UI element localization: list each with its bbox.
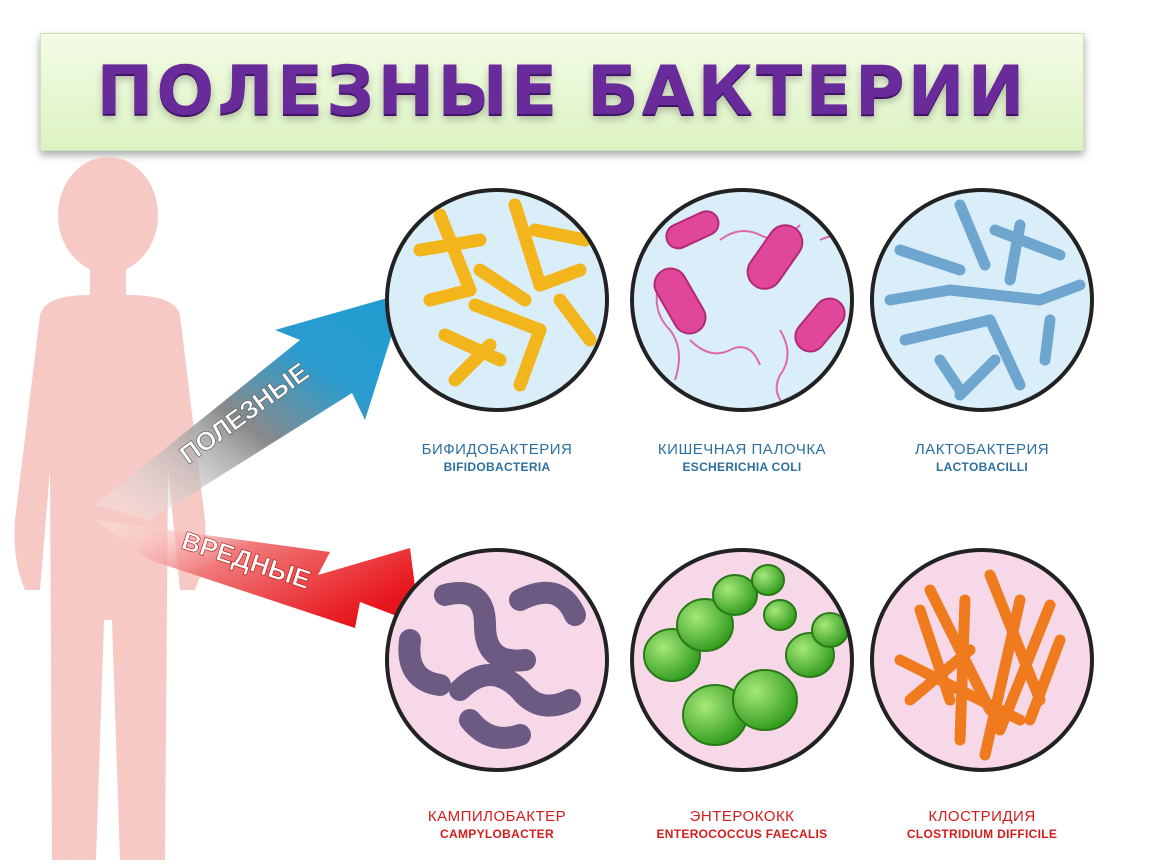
clostridium-name-ru: КЛОСТРИДИЯ — [928, 808, 1036, 825]
campylobacter-name-lat: CAMPYLOBACTER — [440, 826, 554, 841]
clostridium-circle — [870, 548, 1094, 772]
bifidobacteria-circle — [385, 188, 609, 412]
escherichia-coli-label: КИШЕЧНАЯ ПАЛОЧКА ESCHERICHIA COLI — [622, 441, 862, 475]
clostridium-label: КЛОСТРИДИЯ CLOSTRIDIUM DIFFICILE — [862, 808, 1102, 842]
enterococcus-name-lat: ENTEROCOCCUS FAECALIS — [656, 826, 828, 841]
escherichia-coli-name-lat: ESCHERICHIA COLI — [682, 459, 802, 474]
escherichia-coli-circle — [630, 188, 854, 412]
bifidobacteria-name-ru: БИФИДОБАКТЕРИЯ — [421, 441, 573, 458]
campylobacter-name-ru: КАМПИЛОБАКТЕР — [427, 808, 567, 825]
lactobacilli-name-lat: LACTOBACILLI — [935, 459, 1029, 474]
enterococcus-label: ЭНТЕРОКОКК ENTEROCOCCUS FAECALIS — [622, 808, 862, 842]
lactobacilli-label: ЛАКТОБАКТЕРИЯ LACTOBACILLI — [862, 441, 1102, 475]
bifidobacteria-label: БИФИДОБАКТЕРИЯ BIFIDOBACTERIA — [377, 441, 617, 475]
lactobacilli-circle — [870, 188, 1094, 412]
enterococcus-circle — [630, 548, 854, 772]
campylobacter-label: КАМПИЛОБАКТЕР CAMPYLOBACTER — [377, 808, 617, 842]
page-title: ПОЛЕЗНЫЕ БАКТЕРИИ — [96, 52, 1028, 131]
human-silhouette — [14, 157, 206, 860]
campylobacter-circle — [385, 548, 609, 772]
enterococcus-name-ru: ЭНТЕРОКОКК — [689, 808, 795, 825]
lactobacilli-name-ru: ЛАКТОБАКТЕРИЯ — [914, 441, 1050, 458]
title-banner: ПОЛЕЗНЫЕ БАКТЕРИИ — [40, 33, 1084, 151]
bifidobacteria-name-lat: BIFIDOBACTERIA — [443, 459, 551, 474]
clostridium-name-lat: CLOSTRIDIUM DIFFICILE — [906, 826, 1058, 841]
escherichia-coli-name-ru: КИШЕЧНАЯ ПАЛОЧКА — [657, 441, 827, 458]
